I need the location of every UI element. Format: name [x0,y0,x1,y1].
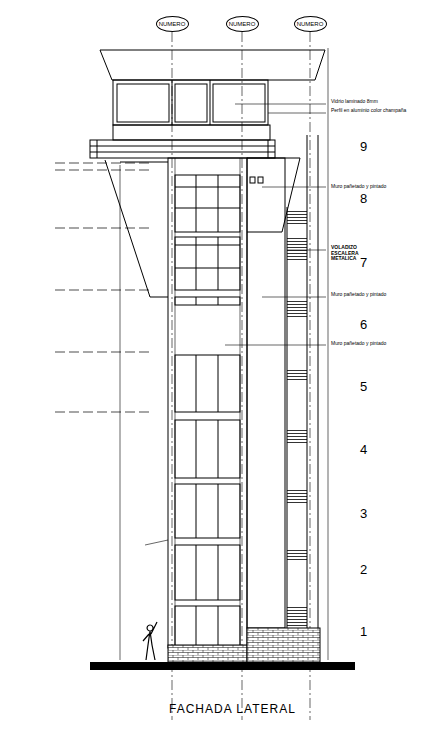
grid-bubble: NUMERO [156,16,189,32]
level-number: 8 [360,192,367,206]
material-note: Perfil en aluminio color champaña [331,108,406,114]
view-title: FACHADA LATERAL [169,703,296,716]
material-note: Muro pañetado y pintado [331,341,386,347]
level-number: 3 [360,507,367,521]
material-note: Muro pañetado y pintado [331,292,386,298]
grid-bubble: NUMERO [294,16,327,32]
grid-bubble: NUMERO [226,16,259,32]
level-number: 7 [360,256,367,270]
grid-label: NUMERO [159,21,186,28]
material-note: Muro pañetado y pintado [331,184,386,190]
grid-label: NUMERO [229,21,256,28]
material-note: Vidrio laminado 8mm [331,99,378,105]
level-number: 2 [360,563,367,577]
level-number: 6 [360,318,367,332]
level-number: 4 [360,443,367,457]
level-number: 1 [360,625,367,639]
level-number: 5 [360,380,367,394]
grid-label: NUMERO [297,21,324,28]
level-number: 9 [360,140,367,154]
